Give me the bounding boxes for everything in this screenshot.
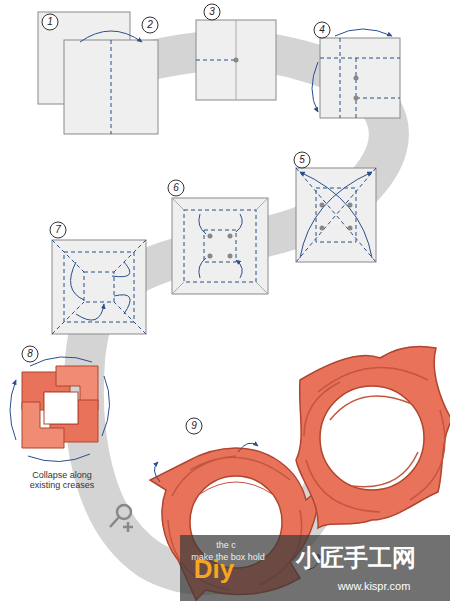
magnifier-icon [110, 505, 133, 532]
valley-fold [316, 188, 356, 242]
valley-fold [184, 210, 256, 282]
valley-fold [296, 168, 376, 262]
valley-fold [356, 98, 400, 99]
fold-arrow [71, 262, 131, 320]
valley-fold [52, 240, 146, 334]
step-number: 4 [319, 24, 325, 36]
valley-fold [320, 58, 400, 59]
valley-fold [196, 60, 236, 61]
reference-dot [234, 58, 239, 63]
instruction-note: Collapse along existing creases [20, 470, 104, 491]
reference-dot [354, 96, 359, 101]
valley-fold [84, 272, 114, 302]
step-number: 9 [191, 420, 197, 432]
watermark-text: 小匠手工网 [296, 544, 416, 572]
fold-arrow [335, 29, 392, 36]
valley-fold [356, 58, 357, 118]
step-number: 6 [173, 182, 179, 194]
step-number: 2 [147, 19, 153, 31]
paper-square [296, 168, 376, 262]
step-number: 5 [299, 154, 305, 166]
step-number: 7 [55, 224, 61, 236]
valley-fold [111, 40, 112, 134]
fold-arrow [199, 214, 242, 278]
crease [172, 198, 268, 294]
reference-dot [354, 76, 359, 81]
collapsed-form [10, 357, 110, 462]
paper-square [196, 20, 276, 100]
step-circle [22, 4, 330, 434]
fold-arrow [300, 172, 372, 258]
step-number: 8 [27, 348, 33, 360]
fold-arrow [80, 31, 142, 42]
watermark-url: www.kispr.com [338, 580, 411, 593]
instruction-note: the c [216, 540, 236, 550]
watermark-logo: Diy [194, 555, 234, 585]
step-number: 3 [209, 6, 215, 18]
fold-arrow [300, 172, 372, 258]
valley-fold [204, 230, 236, 262]
finished-ring-box [296, 346, 450, 528]
paper-square [52, 240, 146, 334]
watermark-band [180, 535, 450, 601]
fold-arrow [312, 62, 318, 112]
paper-square [320, 38, 400, 118]
paper-square [64, 40, 158, 134]
valley-fold [340, 38, 341, 118]
step-number: 1 [47, 16, 53, 28]
paper-square [172, 198, 268, 294]
